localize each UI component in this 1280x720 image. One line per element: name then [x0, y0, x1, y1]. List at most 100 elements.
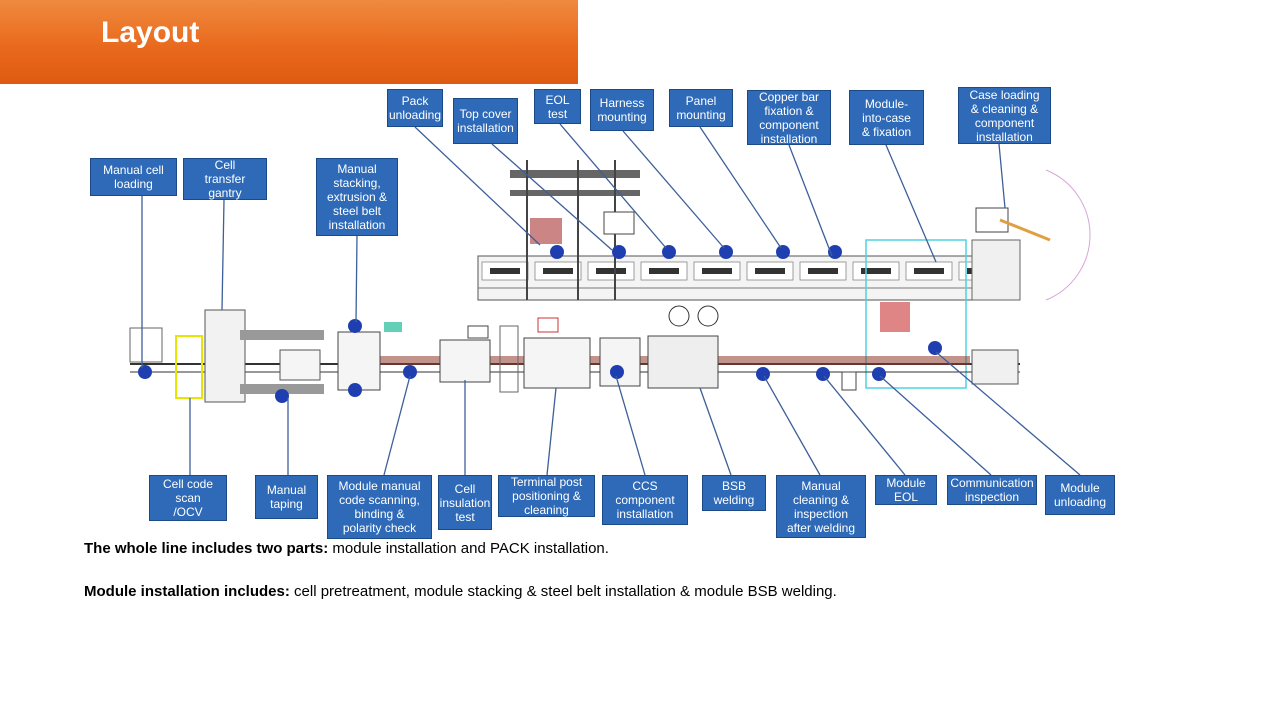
welding-laser-1 — [668, 305, 690, 327]
description-line-1-bold: The whole line includes two parts: — [84, 540, 329, 557]
label-manual-taping: Manual taping — [255, 475, 318, 519]
case-rack — [880, 302, 910, 332]
leader-line — [221, 199, 225, 311]
leader-line — [491, 143, 613, 251]
leader-line — [763, 375, 821, 476]
label-cell-transfer-gantry: Cell transfer gantry — [183, 158, 267, 200]
welding-laser-2 — [697, 305, 719, 327]
pack-line-station-plate — [861, 268, 891, 274]
operator-station-marker — [662, 245, 676, 259]
leader-line — [935, 351, 1081, 476]
case-loading-machine — [971, 239, 1021, 301]
robot-reach-arc — [1045, 169, 1091, 301]
pack-line-station-plate — [543, 268, 573, 274]
description-line-1-text: module installation and PACK installatio… — [328, 540, 609, 557]
eol-cabinet — [603, 211, 635, 235]
operator-station-marker — [348, 383, 362, 397]
label-terminal-post: Terminal post positioning & cleaning — [498, 475, 595, 517]
leader-line — [383, 375, 411, 476]
pack-line-station-plate — [702, 268, 732, 274]
operator-station-marker — [348, 319, 362, 333]
pack-line-station-plate — [914, 268, 944, 274]
bsb-welding-machine — [647, 335, 719, 389]
label-manual-stacking: Manual stacking, extrusion & steel belt … — [316, 158, 398, 236]
leader-line — [615, 375, 646, 476]
terminal-monitor — [537, 317, 559, 333]
leader-line — [622, 130, 725, 249]
operator-station-marker — [612, 245, 626, 259]
gantry-beam-mid — [510, 190, 640, 196]
pack-line-station-plate — [808, 268, 838, 274]
leader-line — [823, 375, 906, 476]
label-cell-code-scan: Cell code scan /OCV — [149, 475, 227, 521]
module-unloading-machine — [971, 349, 1019, 385]
leader-lines — [141, 123, 1081, 476]
pack-line-station-plate — [490, 268, 520, 274]
leader-line — [699, 387, 732, 476]
label-eol-test: EOL test — [534, 89, 581, 124]
pack-line-station-plate — [649, 268, 679, 274]
operator-station-marker — [816, 367, 830, 381]
operator-station-marker — [719, 245, 733, 259]
label-module-eol: Module EOL — [875, 475, 937, 505]
label-bsb-welding: BSB welding — [702, 475, 766, 511]
eol-tester-cabinet — [841, 371, 857, 391]
leader-line — [559, 123, 667, 249]
leader-line — [414, 126, 541, 246]
description-line-2-bold: Module installation includes: — [84, 583, 290, 600]
insulation-tester — [439, 339, 491, 383]
label-ccs-component: CCS component installation — [602, 475, 688, 525]
cell-transfer-gantry-drawing — [204, 309, 246, 403]
label-manual-cell-loading: Manual cell loading — [90, 158, 177, 196]
leader-line — [788, 144, 833, 257]
operator-station-marker — [928, 341, 942, 355]
cell-loading-table — [129, 327, 163, 363]
leader-line — [699, 126, 782, 249]
description-line-2: Module installation includes: cell pretr… — [84, 583, 837, 600]
operator-station-marker — [776, 245, 790, 259]
taping-conveyor-top — [240, 330, 324, 340]
label-communication-inspection: Communication inspection — [947, 475, 1037, 505]
label-module-manual-code: Module manual code scanning, binding & p… — [327, 475, 432, 539]
label-panel-mounting: Panel mounting — [669, 89, 733, 127]
label-module-unloading: Module unloading — [1045, 475, 1115, 515]
pack-line-station-plate — [596, 268, 626, 274]
insulation-monitor — [467, 325, 489, 339]
title-banner — [0, 0, 578, 84]
stacking-machine — [337, 331, 381, 391]
case-robot-base — [975, 207, 1009, 233]
leader-line — [546, 387, 557, 476]
description-line-1: The whole line includes two parts: modul… — [84, 540, 609, 557]
leader-line — [355, 235, 358, 323]
page-title: Layout — [101, 16, 200, 49]
taping-machine — [279, 349, 321, 381]
production-line-drawing — [129, 160, 1091, 403]
description-line-2-text: cell pretreatment, module stacking & ste… — [289, 583, 837, 600]
label-cell-insulation-test: Cell insulation test — [438, 475, 492, 530]
robot-arm — [999, 218, 1051, 242]
ccs-station — [599, 337, 641, 387]
terminal-machine — [523, 337, 591, 389]
label-copper-bar: Copper bar fixation & component installa… — [747, 90, 831, 146]
operator-station-marker — [756, 367, 770, 381]
operator-station-marker — [550, 245, 564, 259]
label-harness-mounting: Harness mounting — [590, 89, 654, 131]
case-cyan-frame — [865, 239, 967, 389]
pack-rack — [530, 218, 562, 244]
operator-station-marker — [403, 365, 417, 379]
label-case-loading: Case loading & cleaning & component inst… — [958, 87, 1051, 144]
leader-line — [885, 144, 937, 263]
operator-station-marker — [610, 365, 624, 379]
gantry-beam-top — [510, 170, 640, 178]
ladder — [499, 325, 519, 393]
stacking-panel — [384, 322, 402, 332]
leader-line — [879, 375, 992, 476]
operator-station-marker — [138, 365, 152, 379]
operator-station-marker — [275, 389, 289, 403]
label-pack-unloading: Pack unloading — [387, 89, 443, 127]
cell-scan-zone — [175, 335, 203, 399]
pack-line-station-plate — [755, 268, 785, 274]
label-manual-cleaning: Manual cleaning & inspection after weldi… — [776, 475, 866, 538]
label-module-into-case: Module- into-case & fixation — [849, 90, 924, 145]
